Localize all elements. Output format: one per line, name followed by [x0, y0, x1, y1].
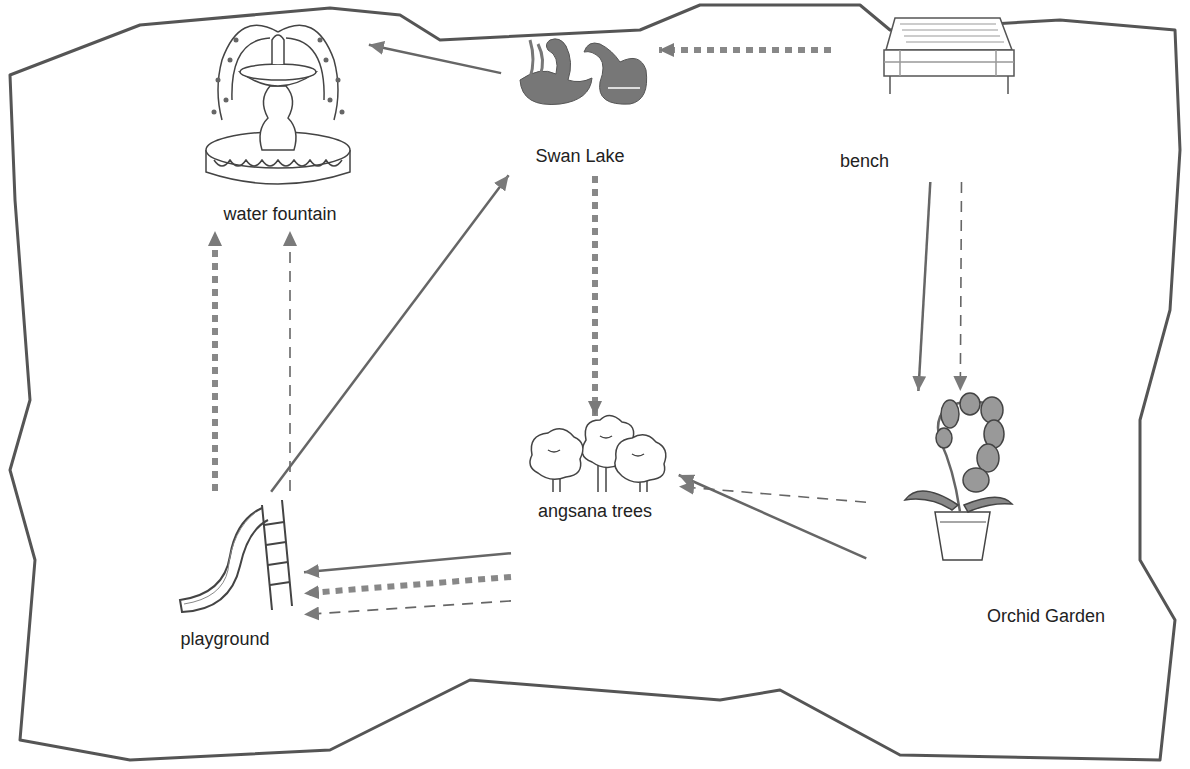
- place-label: angsana trees: [515, 500, 675, 522]
- place-label: Swan Lake: [505, 145, 655, 167]
- dotted-route-arrow: [304, 577, 511, 593]
- slide-icon: [180, 500, 292, 612]
- solid-route-arrow: [679, 475, 867, 558]
- solid-route-arrow: [918, 182, 930, 391]
- dotted-route-arrow: [659, 47, 831, 53]
- place-label: playground: [150, 628, 300, 650]
- landmark-node: bench: [835, 10, 1020, 178]
- solid-route-arrow: [304, 553, 511, 572]
- dotted-route-arrow: [592, 176, 598, 416]
- fountain-icon: [206, 25, 350, 184]
- landmark-node: angsana trees: [515, 420, 675, 610]
- place-label: bench: [835, 150, 1020, 172]
- place-label: water fountain: [195, 203, 365, 225]
- dashed-route-arrow: [960, 182, 961, 391]
- swan-icon: [520, 39, 647, 105]
- dashed-route-arrow: [289, 231, 291, 491]
- orchid-icon: [905, 393, 1012, 560]
- landmark-node: Swan Lake: [505, 30, 655, 172]
- dotted-route-arrow: [212, 231, 218, 491]
- trees-icon: [530, 415, 666, 492]
- landmark-node: Orchid Garden: [870, 395, 1110, 630]
- place-label: Orchid Garden: [870, 605, 1110, 627]
- landmark-node: water fountain: [195, 5, 365, 227]
- park-boundary: [10, 5, 1180, 760]
- landmark-node: playground: [150, 495, 300, 655]
- dashed-route-arrow: [679, 487, 866, 503]
- bench-icon: [884, 18, 1014, 94]
- dashed-route-arrow: [304, 601, 511, 615]
- solid-route-arrow: [369, 45, 501, 73]
